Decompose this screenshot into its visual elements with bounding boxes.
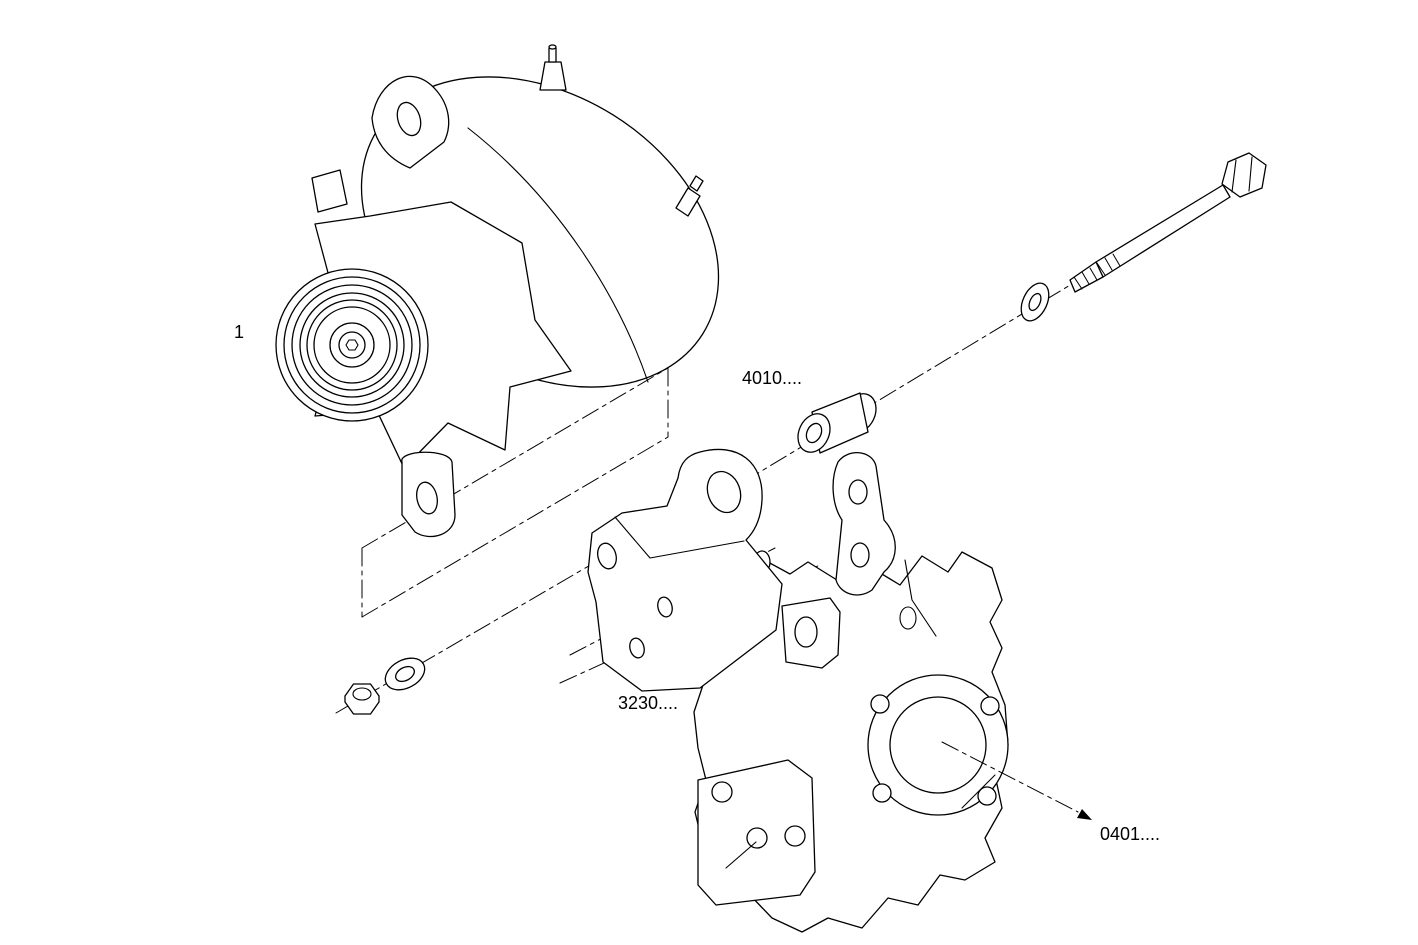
reference-arrow-0401 [941, 741, 1092, 820]
part-label-0401: 0401.... [1100, 824, 1161, 844]
part-label-1: 1 [234, 322, 245, 342]
engine-block-drawing [693, 550, 1009, 933]
bolt-washer-drawing [1020, 282, 1050, 322]
link-arm-drawing [832, 452, 896, 596]
spacer-drawing [797, 392, 877, 454]
part-label-4010: 4010.... [742, 368, 803, 388]
bolt-drawing [1069, 152, 1267, 293]
alternator-drawing [275, 44, 720, 538]
nut-washer-drawing [344, 657, 426, 715]
part-label-3230: 3230.... [618, 693, 679, 713]
bracket-drawing [587, 448, 783, 692]
